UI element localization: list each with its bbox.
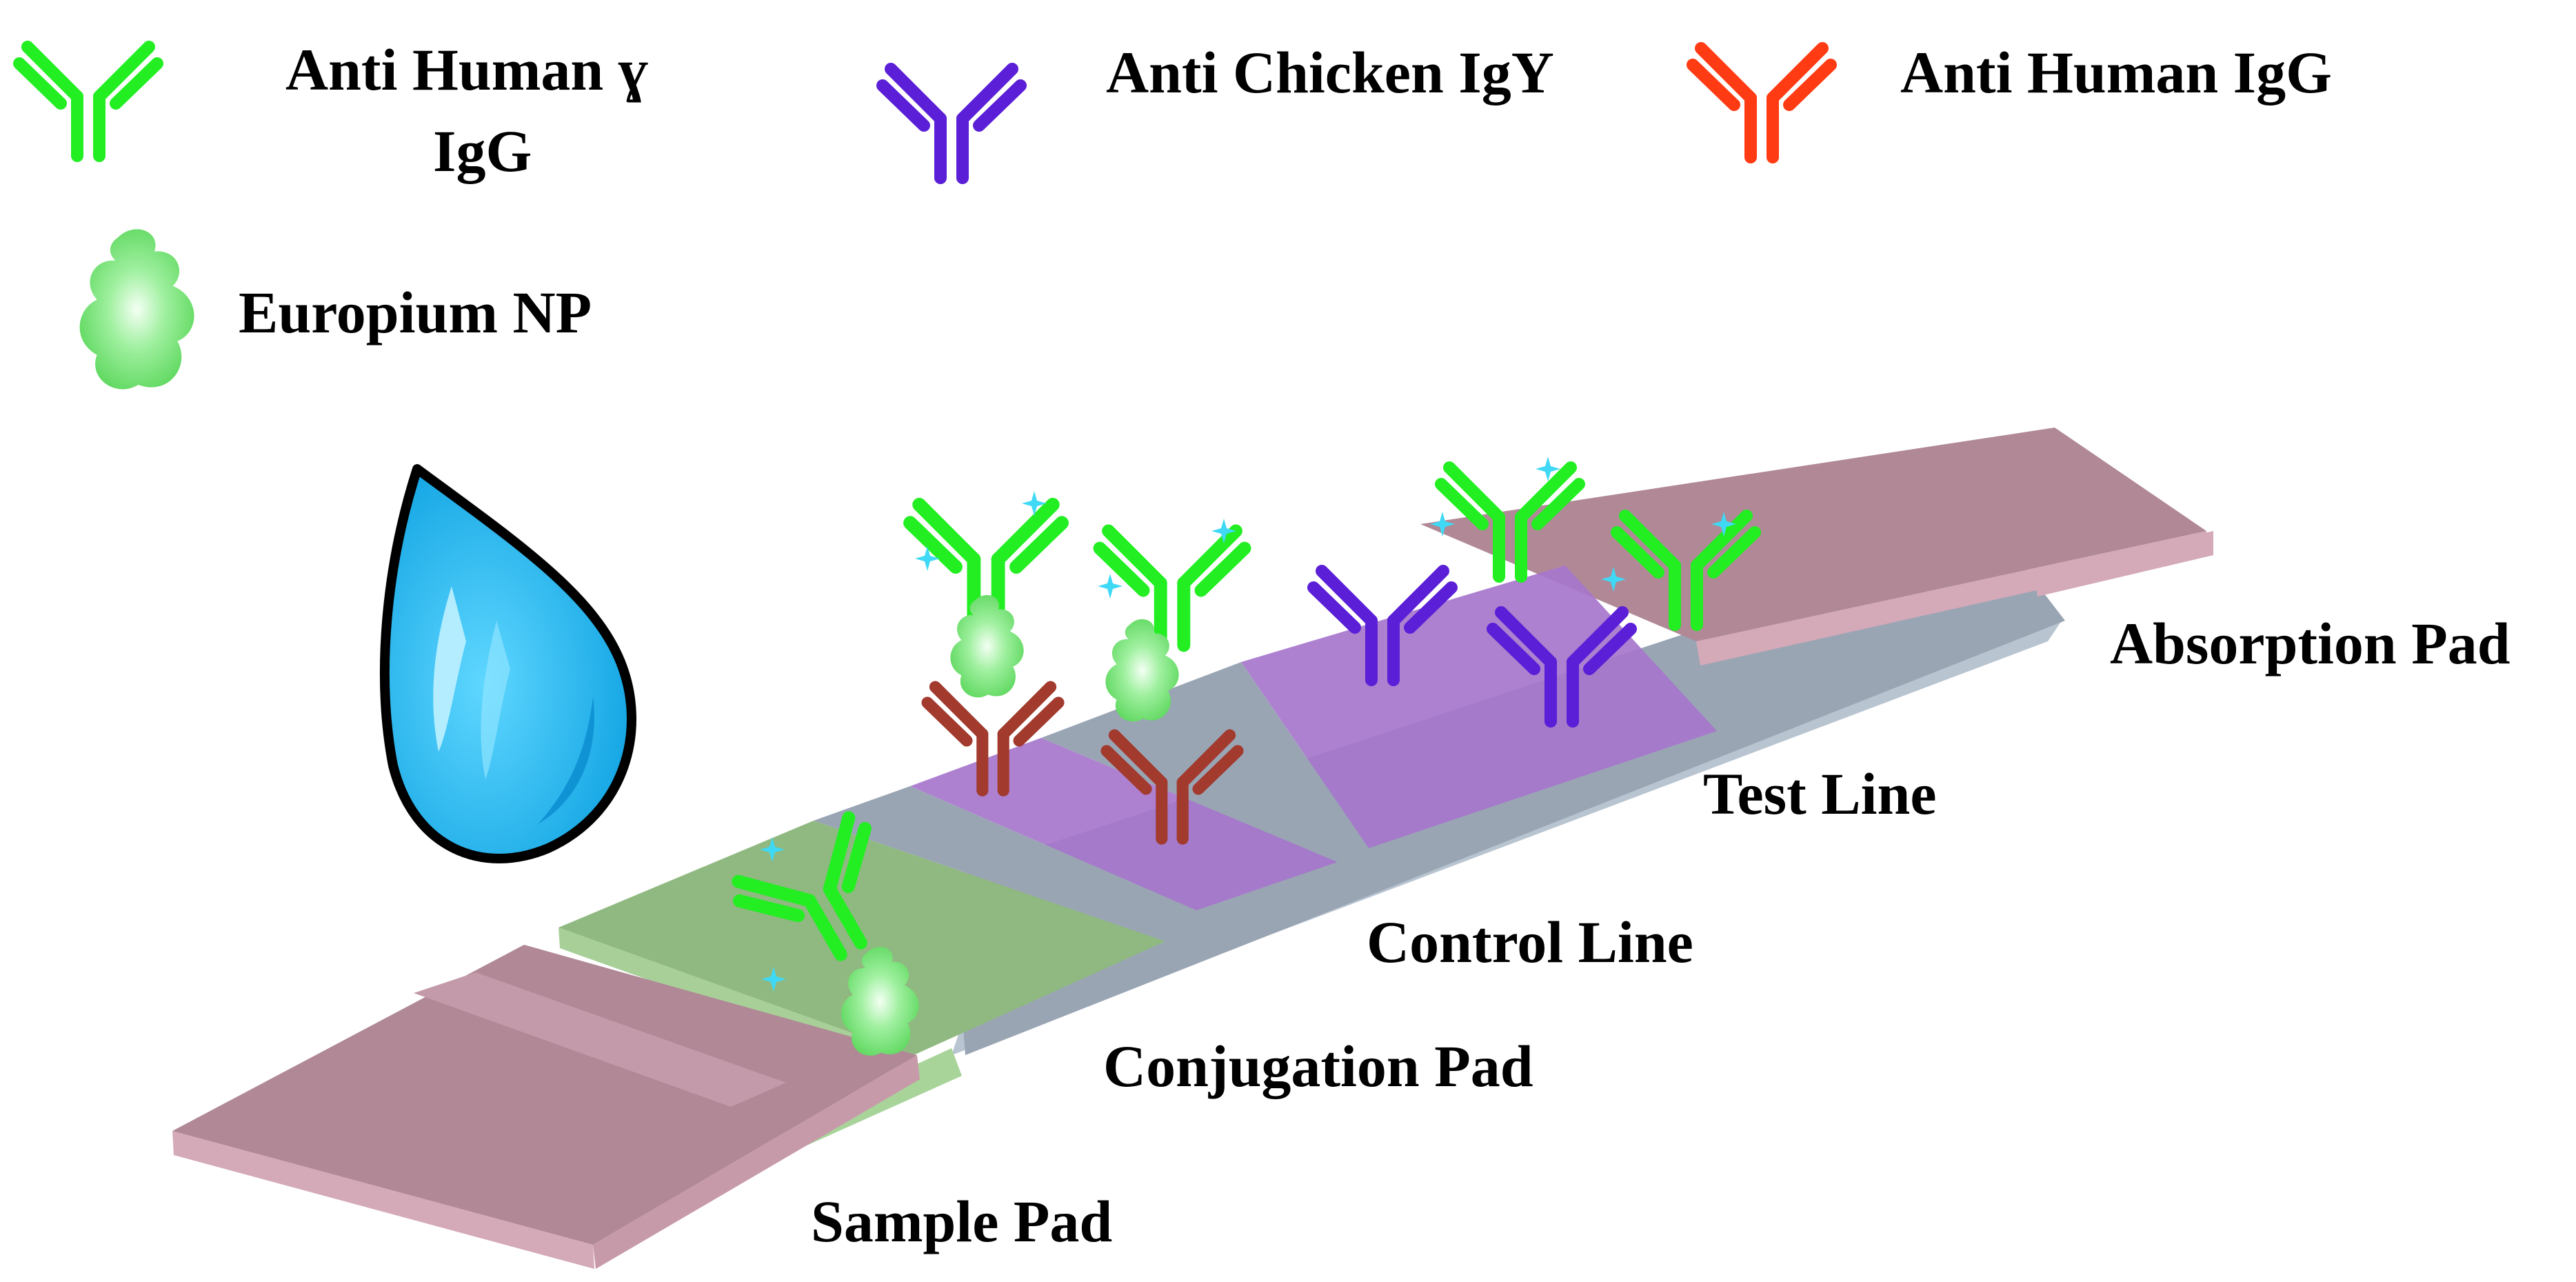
absorption-pad	[1420, 428, 2213, 665]
test-strip	[172, 428, 2213, 1269]
sample-pad	[172, 945, 920, 1269]
legend-europium-np-label: Europium NP	[239, 279, 592, 345]
legend-anti-human-gamma-igg-label-line2: IgG	[433, 118, 532, 184]
legend-anti-human-igg-label: Anti Human IgG	[1900, 39, 2332, 106]
test-line-label: Test Line	[1703, 761, 1937, 827]
control-line-label: Control Line	[1367, 909, 1693, 975]
control-line-band	[910, 738, 1338, 910]
conjugation-pad-label: Conjugation Pad	[1103, 1033, 1533, 1099]
legend-anti-chicken-igy-label: Anti Chicken IgY	[1106, 39, 1554, 106]
legend-anti-chicken-igy-icon	[883, 69, 1020, 178]
legend: Anti Human ɣ IgG Anti Chicken IgY Anti H…	[19, 37, 2332, 390]
legend-europium-np-icon	[79, 229, 194, 390]
absorption-pad-label: Absorption Pad	[2110, 610, 2510, 677]
sample-droplet-icon	[379, 464, 636, 863]
legend-anti-human-gamma-igg-icon	[19, 47, 157, 156]
legend-anti-human-igg-icon	[1693, 48, 1831, 157]
legend-anti-human-gamma-igg-label: Anti Human ɣ	[285, 37, 648, 103]
sample-pad-label: Sample Pad	[811, 1188, 1112, 1254]
